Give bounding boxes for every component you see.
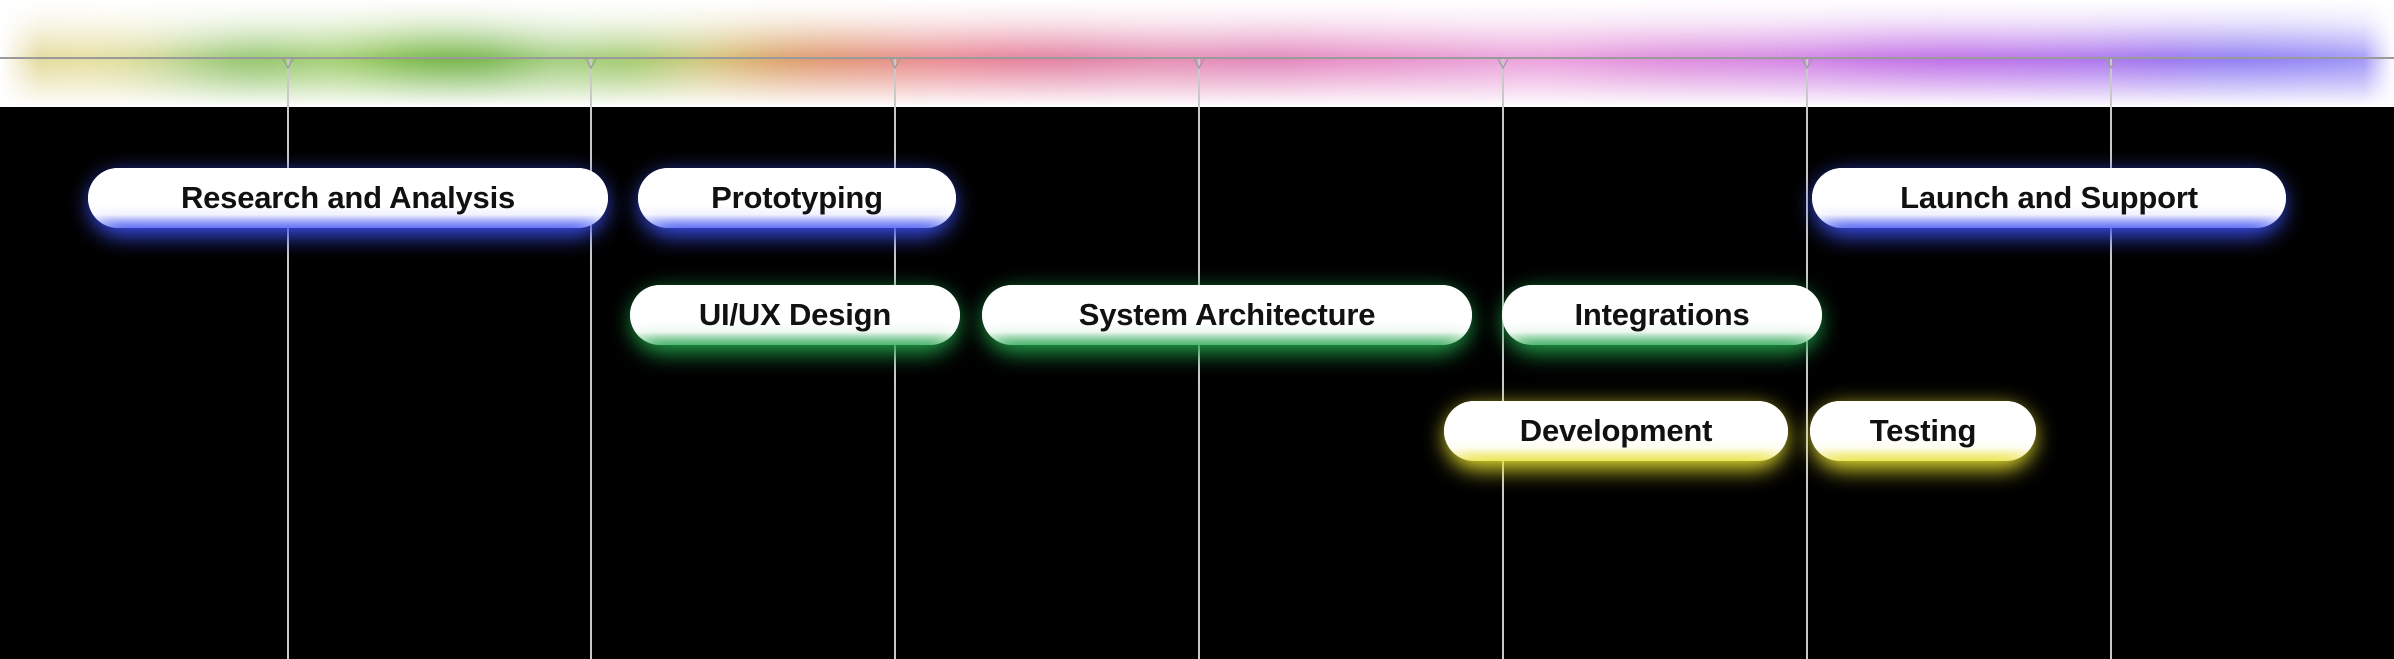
phase-pill-research-and-analysis[interactable]: Research and Analysis — [88, 168, 608, 236]
gridline-tick-icon — [280, 57, 296, 73]
phase-pill-label: Launch and Support — [1900, 179, 2198, 215]
phase-pill-prototyping[interactable]: Prototyping — [638, 168, 956, 236]
timeline-gridline — [1800, 57, 1814, 659]
phase-pill-body — [982, 285, 1472, 345]
phase-pill-body — [1502, 285, 1822, 345]
phase-pill-body — [638, 168, 956, 228]
phase-pill-testing[interactable]: Testing — [1810, 401, 2036, 469]
timeline-axis — [0, 57, 2394, 59]
gridline-tick-icon — [583, 57, 599, 73]
timeline-gridline — [888, 57, 902, 659]
phase-pill-ui-ux-design[interactable]: UI/UX Design — [630, 285, 960, 353]
phase-pill-body — [1812, 168, 2286, 228]
phase-pill-label: UI/UX Design — [698, 296, 892, 332]
phase-pill-label: Integrations — [1574, 296, 1750, 332]
timeline-gridline — [584, 57, 598, 659]
phase-pill-body — [1810, 401, 2036, 461]
gridline-tick-icon — [1799, 57, 1815, 73]
gridline-tick-icon — [887, 57, 903, 73]
phase-pill-label: Prototyping — [711, 179, 883, 215]
phase-pill-label: Testing — [1869, 412, 1977, 448]
timeline-gridline — [2104, 57, 2118, 659]
phase-pill-integrations[interactable]: Integrations — [1502, 285, 1822, 353]
gridline-tick-icon — [2103, 57, 2119, 73]
phase-pill-body — [630, 285, 960, 345]
timeline-gridline — [281, 57, 295, 659]
timeline-gridline — [1192, 57, 1206, 659]
gradient-header-band — [0, 0, 2394, 107]
phase-pill-launch-and-support[interactable]: Launch and Support — [1812, 168, 2286, 236]
gridline-tick-icon — [1191, 57, 1207, 73]
phase-pill-label: System Architecture — [1078, 296, 1376, 332]
phase-pill-body — [88, 168, 608, 228]
timeline-gridline — [1496, 57, 1510, 659]
phase-pill-label: Development — [1519, 412, 1713, 448]
phase-pill-system-architecture[interactable]: System Architecture — [982, 285, 1472, 353]
phase-pill-development[interactable]: Development — [1444, 401, 1788, 469]
gridline-tick-icon — [1495, 57, 1511, 73]
phase-pill-body — [1444, 401, 1788, 461]
phase-pill-label: Research and Analysis — [180, 179, 516, 215]
